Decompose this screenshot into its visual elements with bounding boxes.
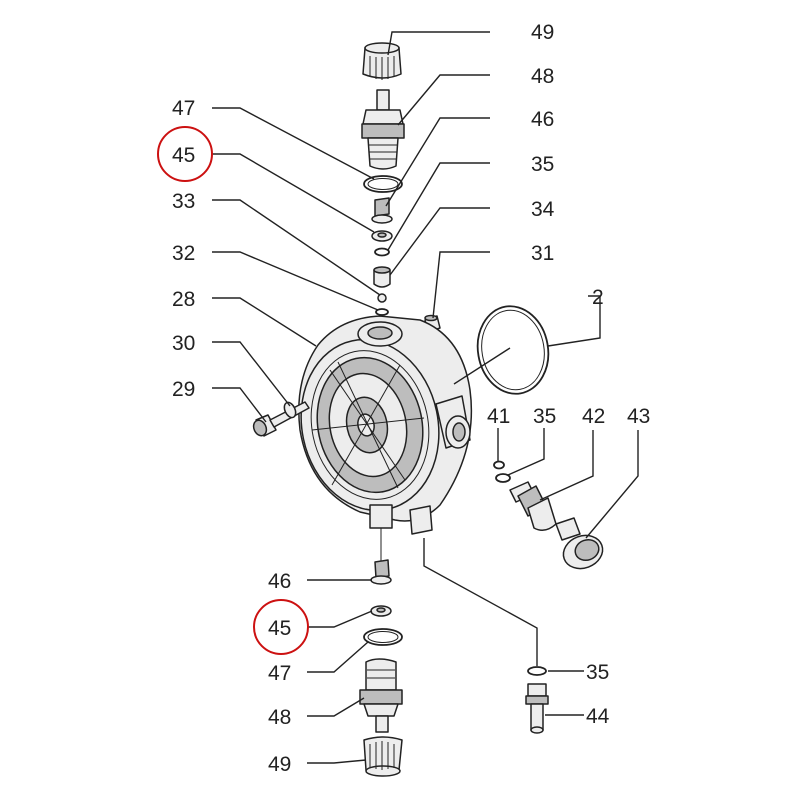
label-46-top: 46 xyxy=(531,108,554,131)
part-47-top-oring xyxy=(363,175,403,193)
part-44-fitting xyxy=(525,683,549,734)
label-49-bottom: 49 xyxy=(268,753,291,776)
leader-lines xyxy=(212,31,639,764)
part-28-pump-head xyxy=(298,315,473,535)
label-43: 43 xyxy=(627,405,650,428)
part-42-connector xyxy=(509,481,557,531)
part-45-top-seat xyxy=(371,230,393,242)
label-35-top: 35 xyxy=(531,153,554,176)
part-35-top-washer xyxy=(374,247,390,257)
part-49-top-nut xyxy=(362,42,402,80)
part-33-ball xyxy=(377,293,387,303)
label-45-bottom: 45 xyxy=(268,617,291,640)
label-45-top: 45 xyxy=(172,144,195,167)
part-43-knob xyxy=(555,517,604,570)
label-47-bottom: 47 xyxy=(268,662,291,685)
label-35-bottom: 35 xyxy=(586,661,609,684)
part-35-mid-washer xyxy=(495,473,511,483)
label-46-bottom: 46 xyxy=(268,570,291,593)
label-32: 32 xyxy=(172,242,195,265)
label-2: 2 xyxy=(592,286,604,309)
part-48-top-fitting xyxy=(361,89,405,170)
part-46-top-valve xyxy=(371,197,393,224)
label-31: 31 xyxy=(531,242,554,265)
part-45-bottom-seat xyxy=(370,605,392,617)
label-28: 28 xyxy=(172,288,195,311)
label-34: 34 xyxy=(531,198,555,221)
part-32-oring xyxy=(375,308,389,316)
part-2-gasket xyxy=(476,305,550,395)
highlight-circle-45-bottom xyxy=(253,599,309,655)
label-29: 29 xyxy=(172,378,195,401)
part-49-bottom-nut xyxy=(363,736,403,777)
label-42: 42 xyxy=(582,405,605,428)
label-30: 30 xyxy=(172,332,195,355)
part-48-bottom-fitting xyxy=(359,658,403,733)
highlight-circle-45-top xyxy=(157,126,213,182)
part-46-bottom-valve xyxy=(370,559,392,585)
label-48-top: 48 xyxy=(531,65,554,88)
label-44: 44 xyxy=(586,705,610,728)
label-41: 41 xyxy=(487,405,510,428)
part-41-oring xyxy=(493,460,505,470)
part-35-bottom-washer xyxy=(527,666,547,676)
label-35-mid: 35 xyxy=(533,405,556,428)
label-49-top: 49 xyxy=(531,21,554,44)
part-34-spacer xyxy=(373,266,391,288)
label-33: 33 xyxy=(172,190,195,213)
label-48-bottom: 48 xyxy=(268,706,291,729)
part-47-bottom-oring xyxy=(363,628,403,646)
label-47-top: 47 xyxy=(172,97,195,120)
